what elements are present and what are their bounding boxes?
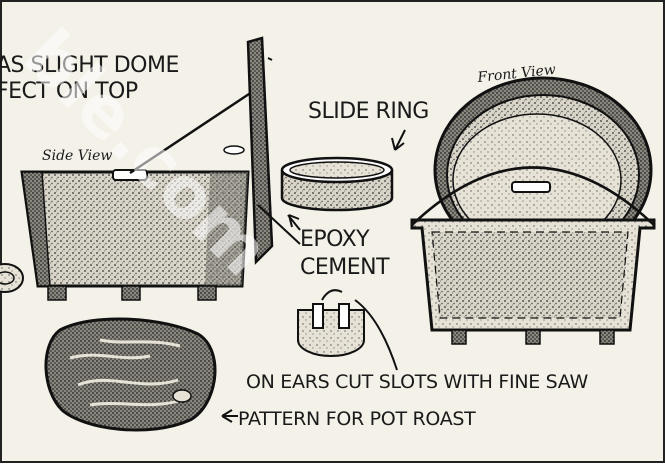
- label-cement: CEMENT: [300, 255, 390, 280]
- label-pattern: PATTERN FOR POT ROAST: [238, 408, 476, 430]
- label-slide-ring: SLIDE RING: [308, 99, 429, 124]
- label-slots: ON EARS CUT SLOTS WITH FINE SAW: [246, 371, 588, 393]
- label-dome-line-1: AS SLIGHT DOME: [0, 53, 179, 78]
- epoxy-leaders: [257, 204, 301, 245]
- slot-detail: [297, 289, 398, 371]
- label-side-view: Side View: [42, 148, 112, 164]
- slide-ring: [280, 129, 406, 212]
- side-view-pot: [20, 90, 253, 301]
- label-epoxy: EPOXY: [300, 227, 370, 252]
- partial-part: [0, 263, 24, 293]
- side-view-lid: [223, 36, 274, 265]
- pot-roast-pattern: [44, 317, 238, 432]
- front-view-pot: [410, 76, 656, 345]
- label-dome-line-2: FECT ON TOP: [0, 79, 138, 104]
